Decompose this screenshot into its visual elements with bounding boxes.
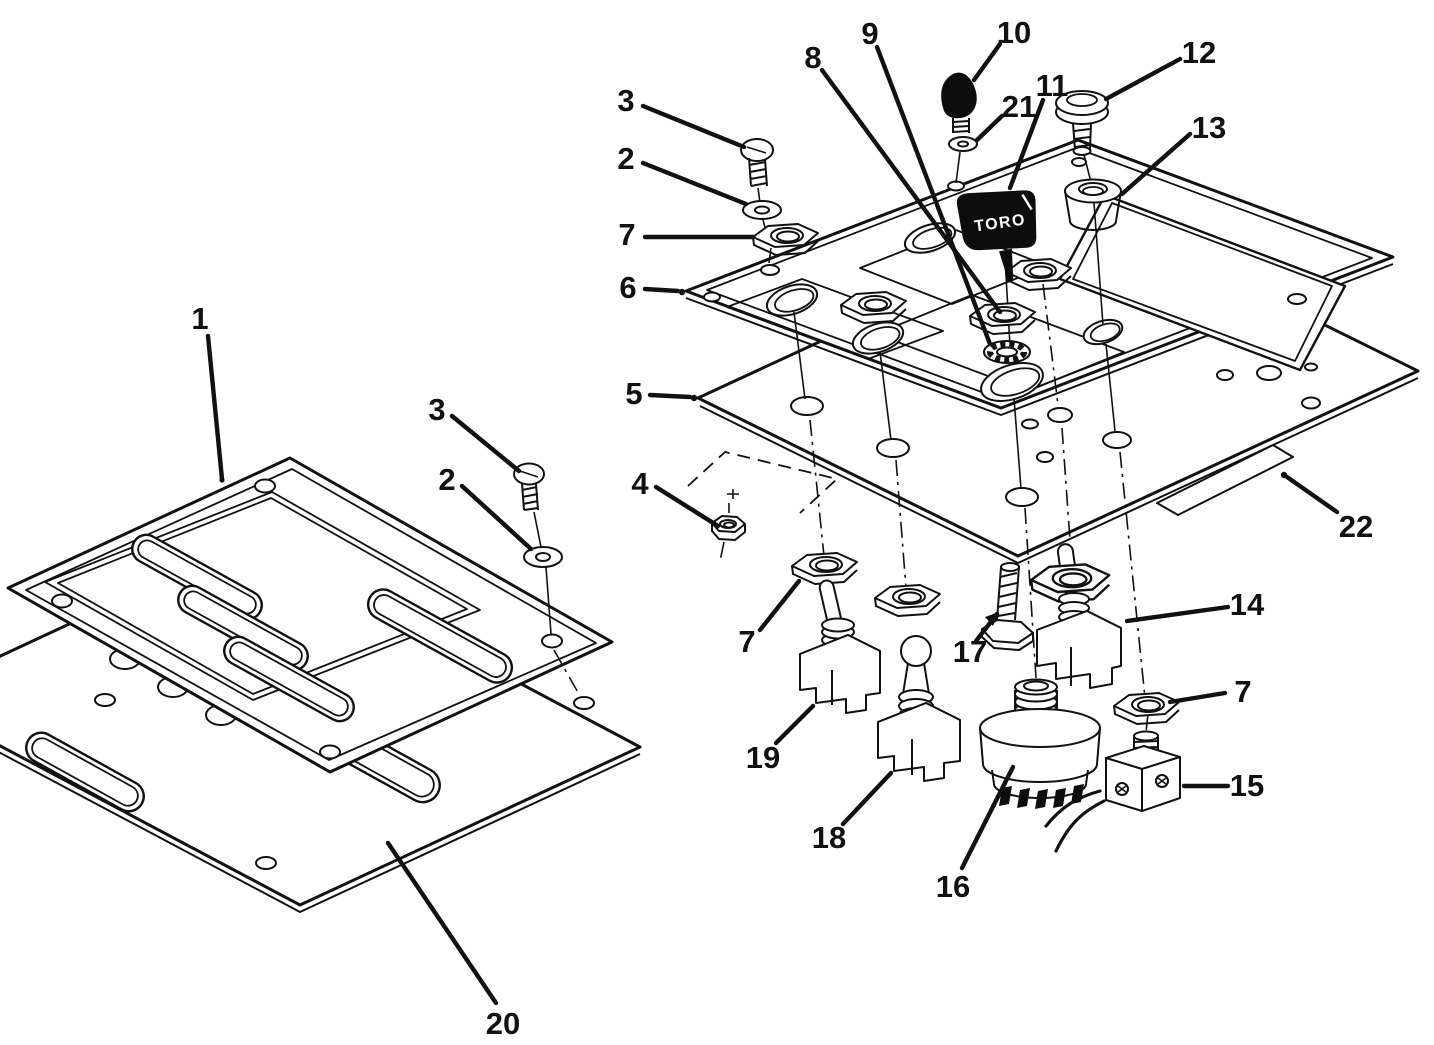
callout-21-leader: [974, 113, 1005, 143]
panel6-recess: [726, 278, 944, 360]
knob-10: [941, 72, 977, 133]
screw-3-left: [513, 462, 545, 548]
leader-lines: [205, 41, 1340, 1006]
callout-label-12: 12: [1182, 35, 1216, 70]
callout-label-1: 1: [191, 301, 208, 336]
callout-label-8: 8: [804, 40, 821, 75]
callout-labels: 1 3 2 20 3 2 7 6 5 4 8 9 10 21 11 12 13 …: [191, 15, 1373, 1041]
callout-label-17: 17: [953, 634, 987, 669]
callout-11-leader: [1007, 97, 1046, 191]
callout-label-18: 18: [812, 820, 846, 855]
hex-nut-7-right: [1113, 692, 1180, 725]
callout-13-leader: [1119, 131, 1193, 197]
callout-3L-leader: [449, 413, 522, 474]
square-nut-4: [711, 515, 746, 541]
washer-21: [948, 136, 978, 152]
callout-8-leader: [819, 67, 1003, 315]
washer-2-left: [523, 546, 581, 697]
callout-5-leader: [647, 392, 693, 400]
hex-nut-7-middle: [791, 552, 858, 585]
callout-label-7-middle: 7: [738, 624, 755, 659]
callout-label-9: 9: [861, 16, 878, 51]
callout-2R-leader: [640, 160, 749, 207]
callout-label-2-left: 2: [438, 462, 455, 497]
callout-9-leader: [874, 44, 993, 347]
washer-2-right: [742, 200, 782, 220]
callout-4-leader: [653, 484, 721, 529]
callout-label-4: 4: [631, 466, 649, 501]
toggle-switch-19: [799, 579, 881, 714]
toggle-switch-18: [877, 635, 961, 782]
callout-label-21: 21: [1002, 89, 1036, 124]
callout-label-20: 20: [486, 1006, 520, 1041]
callout-22-leader: [1284, 474, 1340, 515]
callout-label-10: 10: [997, 15, 1031, 50]
callout-label-13: 13: [1192, 110, 1226, 145]
callout-label-11: 11: [1036, 68, 1069, 103]
decal-22: [1156, 444, 1294, 516]
callout-17-arrowhead: [985, 612, 999, 626]
callout-7R-leader: [1167, 690, 1228, 705]
panel6-window: [1058, 193, 1347, 372]
callout-label-16: 16: [936, 869, 970, 904]
screw-3-right: [740, 138, 774, 187]
callout-2L-leader: [459, 483, 534, 552]
panel6-recess: [875, 294, 1125, 392]
callout-16-leader: [959, 764, 1016, 871]
callout-3R-leader: [640, 103, 747, 150]
callout-label-3-left: 3: [428, 392, 445, 427]
callout-10-leader: [971, 41, 1003, 83]
ignition-key-11: TORO: [956, 190, 1037, 282]
callout-label-7-right: 7: [1234, 674, 1251, 709]
hex-nut-7-middle2: [874, 584, 941, 617]
cover-panel-1: [6, 456, 614, 774]
switch-wire: [1044, 789, 1102, 828]
panel20-slot: [25, 731, 145, 813]
panel1-slot: [223, 635, 355, 723]
callout-12-leader: [1103, 56, 1183, 102]
callout-label-14: 14: [1230, 587, 1265, 622]
hex-nut-7-top: [752, 223, 819, 256]
push-button-12: [1055, 90, 1109, 156]
switch-terminals: [999, 784, 1084, 809]
callout-19-leader: [773, 703, 816, 746]
callout-label-19: 19: [746, 740, 780, 775]
switch-wire: [1054, 799, 1106, 853]
ignition-switch-16: [979, 678, 1101, 809]
callout-6-leader: [642, 286, 681, 294]
panel1-slot: [366, 588, 514, 684]
callout-label-2-right: 2: [617, 141, 634, 176]
bolt-17: [981, 562, 1034, 651]
callout-label-5: 5: [625, 376, 642, 411]
callout-1-leader: [205, 333, 225, 482]
callout-7M-leader: [757, 578, 802, 633]
plus-mark: [727, 489, 739, 499]
callout-label-6: 6: [619, 270, 636, 305]
callout-label-22: 22: [1339, 509, 1373, 544]
micro-switch-15: [1044, 730, 1181, 853]
grommet-13: [1064, 178, 1122, 231]
callout-label-7-top: 7: [618, 217, 635, 252]
callout-label-3-right: 3: [617, 83, 634, 118]
toggle-switch-14: [1029, 543, 1122, 689]
callout-label-15: 15: [1230, 768, 1264, 803]
toggle-ball-lever: [900, 635, 932, 667]
callout-20-leader: [385, 840, 499, 1006]
assembly-axis-lines: [719, 151, 1149, 733]
callout-18-leader: [840, 770, 894, 827]
callout-14-leader: [1124, 604, 1231, 624]
